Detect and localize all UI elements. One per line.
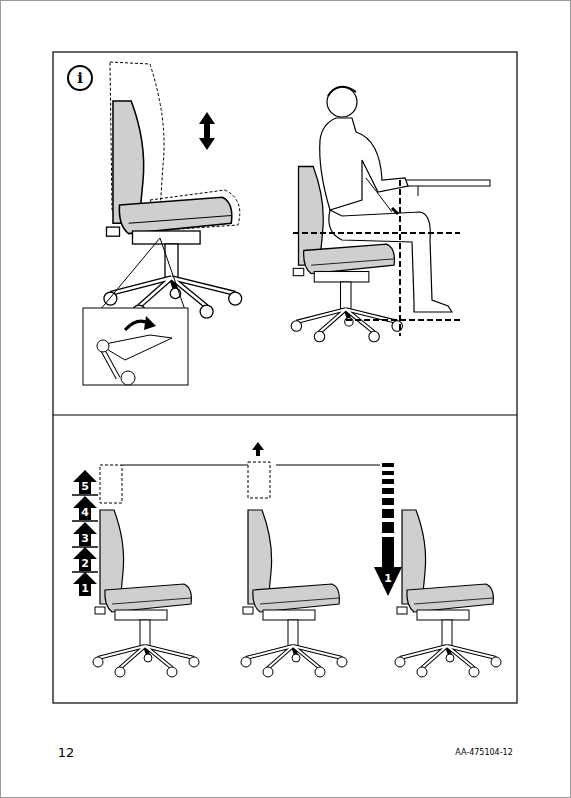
adjustable-chair	[104, 62, 242, 318]
adjustable-chair	[104, 101, 242, 318]
panel-divider	[53, 415, 517, 416]
step-arrows	[73, 572, 97, 596]
seated-person	[366, 178, 392, 212]
seated-person	[329, 210, 452, 312]
up-arrow	[252, 442, 264, 456]
lower-arrow	[382, 488, 394, 494]
ergonomic-guides	[293, 232, 460, 234]
step-arrows	[72, 470, 98, 596]
backrest-height-chairs	[100, 465, 122, 503]
seated-person	[392, 208, 398, 214]
ergonomic-guides	[293, 180, 462, 336]
backrest-height-chairs	[93, 510, 199, 677]
step-arrows	[72, 494, 98, 496]
lever-detail	[83, 238, 188, 385]
step-number: 2	[81, 558, 89, 569]
step-arrows	[72, 546, 98, 548]
lower-arrow	[374, 463, 402, 596]
lower-arrow	[374, 567, 402, 596]
step-arrows	[73, 547, 97, 571]
info-mark: i	[77, 71, 83, 86]
step-number: 1	[81, 583, 89, 594]
height-arrow	[199, 112, 215, 150]
lower-arrow	[382, 471, 394, 475]
step-number: 5	[81, 481, 89, 492]
step-number: 3	[81, 533, 89, 544]
step-arrows	[72, 495, 98, 572]
seated-person	[405, 180, 490, 186]
ergonomic-guides	[346, 319, 462, 321]
seated-person	[327, 87, 357, 117]
seated-person	[320, 118, 408, 210]
lever-detail	[100, 238, 160, 310]
lower-arrow	[382, 498, 394, 505]
backrest-height-chairs	[395, 510, 501, 677]
lower-arrow	[382, 537, 394, 567]
lower-arrow	[382, 479, 394, 484]
step-number: 4	[81, 507, 89, 518]
backrest-height-chairs	[93, 462, 501, 677]
lower-arrow	[382, 509, 394, 518]
step-arrows	[73, 470, 97, 494]
lever-detail	[97, 340, 109, 352]
lever-detail	[160, 238, 185, 310]
backrest-height-chairs	[248, 462, 270, 498]
step-arrows	[73, 522, 97, 546]
lever-detail	[121, 371, 135, 385]
lever-detail	[83, 308, 188, 385]
step-arrows	[73, 496, 97, 520]
seated-person	[291, 87, 490, 342]
step-arrows	[72, 520, 98, 522]
info-symbol	[68, 66, 92, 90]
step-arrows	[72, 571, 98, 573]
lever-detail	[144, 316, 156, 330]
document-code: AA-475104-12	[455, 749, 512, 757]
step-number: 1	[384, 573, 392, 584]
backrest-height-chairs	[122, 465, 248, 466]
seated-person	[328, 87, 356, 96]
backrest-height-chairs	[276, 465, 380, 466]
lower-arrow	[382, 522, 394, 533]
height-arrow	[199, 112, 215, 150]
lower-arrow	[382, 463, 394, 467]
page-number: 12	[58, 746, 75, 759]
ergonomic-guides	[399, 180, 401, 336]
lever-detail	[100, 335, 172, 360]
seated-person	[418, 186, 419, 196]
backrest-height-chairs	[241, 510, 347, 677]
panel-frame	[53, 52, 517, 703]
